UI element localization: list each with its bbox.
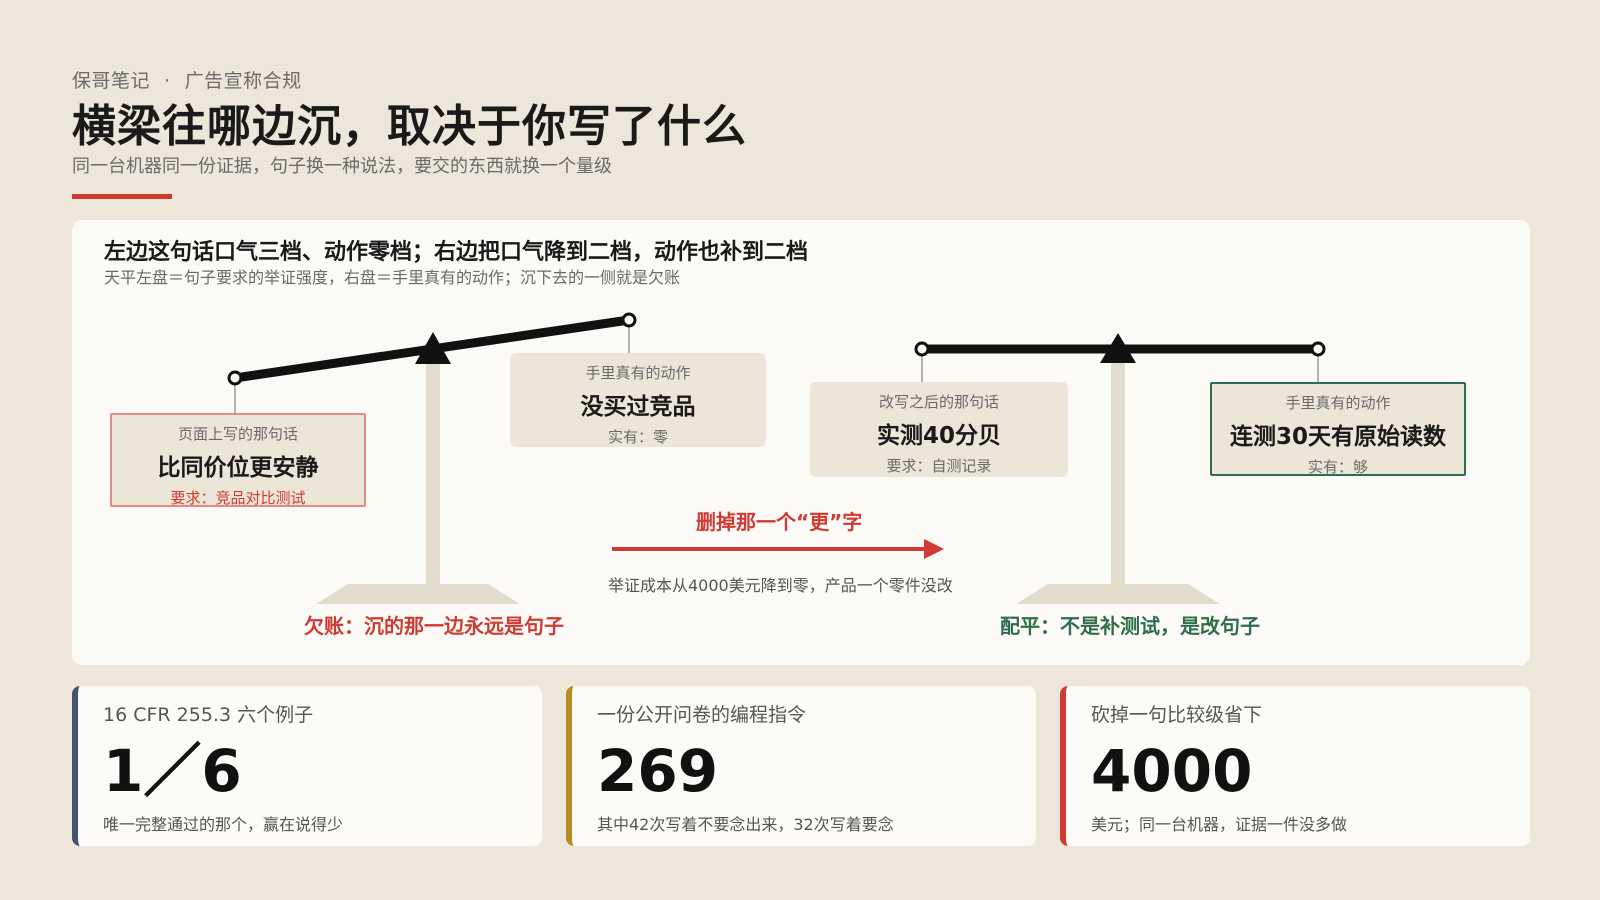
kicker-topic: 广告宣称合规 (184, 70, 302, 92)
claim-box-rewritten-text: 实测40分贝 (876, 423, 1001, 449)
right-scale (914, 333, 1326, 604)
action-box-rewritten-actual: 实有：够 (1307, 458, 1368, 476)
claim-box-original-requirement: 要求：竞品对比测试 (170, 489, 306, 507)
panel-title: 左边这句话口气三档、动作零档；右边把口气降到二档，动作也补到二档 (104, 240, 809, 265)
left-scale-base (316, 584, 520, 604)
action-box-original-actual: 实有：零 (607, 428, 668, 446)
page-title: 横梁往哪边沉，取决于你写了什么 (72, 101, 747, 152)
action-box-rewritten-label: 手里真有的动作 (1285, 394, 1391, 412)
accent-rule (72, 194, 172, 199)
panel-subtitle: 天平左盘＝句子要求的举证强度，右盘＝手里真有的动作；沉下去的一侧就是欠账 (104, 268, 681, 287)
action-box-rewritten-text: 连测30天有原始读数 (1229, 424, 1446, 450)
left-scale-post (426, 350, 440, 584)
balance-panel: 左边这句话口气三档、动作零档；右边把口气降到二档，动作也补到二档 天平左盘＝句子… (72, 220, 1530, 665)
left-scale-pivot-right (621, 312, 637, 328)
right-scale-pivot-left (914, 341, 930, 357)
claim-box-rewritten: 改写之后的那句话 实测40分贝 要求：自测记录 (810, 382, 1068, 477)
action-box-rewritten: 手里真有的动作 连测30天有原始读数 实有：够 (1210, 382, 1466, 476)
page-subtitle: 同一台机器同一份证据，句子换一种说法，要交的东西就换一个量级 (72, 156, 612, 177)
kicker: 保哥笔记 · 广告宣称合规 (72, 66, 302, 93)
kicker-brand: 保哥笔记 (72, 70, 151, 92)
right-scale-base (1016, 584, 1220, 604)
action-box-original-text: 没买过竞品 (580, 394, 696, 420)
right-scale-fulcrum (1100, 333, 1136, 363)
claim-box-original: 页面上写的那句话 比同价位更安静 要求：竞品对比测试 (110, 413, 366, 507)
balance-diagram (227, 312, 1326, 604)
stat-card-value: 1／6 (103, 737, 242, 805)
kicker-separator: · (164, 70, 171, 92)
stat-card-label: 一份公开问卷的编程指令 (597, 704, 807, 726)
stat-card-label: 砍掉一句比较级省下 (1091, 704, 1263, 726)
right-scale-post (1111, 358, 1125, 584)
delete-arrow-head (924, 539, 944, 559)
stat-card-note: 美元；同一台机器，证据一件没多做 (1091, 815, 1348, 834)
action-box-original: 手里真有的动作 没买过竞品 实有：零 (510, 353, 766, 447)
claim-box-rewritten-label: 改写之后的那句话 (878, 393, 999, 411)
stat-card-savings: 砍掉一句比较级省下 4000 美元；同一台机器，证据一件没多做 (1060, 686, 1530, 846)
left-scale-pivot-left (227, 370, 243, 386)
stat-card-survey: 一份公开问卷的编程指令 269 其中42次写着不要念出来，32次写着要念 (566, 686, 1036, 846)
action-box-original-label: 手里真有的动作 (585, 364, 691, 382)
stat-card-examples: 16 CFR 255.3 六个例子 1／6 唯一完整通过的那个，赢在说得少 (72, 686, 542, 846)
stat-card-note: 唯一完整通过的那个，赢在说得少 (103, 815, 344, 834)
debt-caption: 欠账：沉的那一边永远是句子 (304, 614, 564, 638)
stat-card-value: 4000 (1091, 737, 1253, 805)
stat-card-note: 其中42次写着不要念出来，32次写着要念 (597, 815, 894, 834)
cost-note: 举证成本从4000美元降到零，产品一个零件没改 (608, 576, 953, 595)
left-scale (227, 312, 637, 604)
claim-box-rewritten-requirement: 要求：自测记录 (886, 457, 992, 475)
right-scale-pivot-right (1310, 341, 1326, 357)
claim-box-original-label: 页面上写的那句话 (177, 425, 298, 443)
left-scale-fulcrum (415, 332, 451, 364)
delete-arrow (612, 539, 944, 559)
stat-card-label: 16 CFR 255.3 六个例子 (103, 704, 314, 726)
stat-card-value: 269 (597, 737, 719, 805)
balanced-caption: 配平：不是补测试，是改句子 (1000, 614, 1260, 638)
claim-box-original-text: 比同价位更安静 (157, 455, 319, 481)
delete-word-label: 删掉那一个“更”字 (696, 510, 863, 534)
